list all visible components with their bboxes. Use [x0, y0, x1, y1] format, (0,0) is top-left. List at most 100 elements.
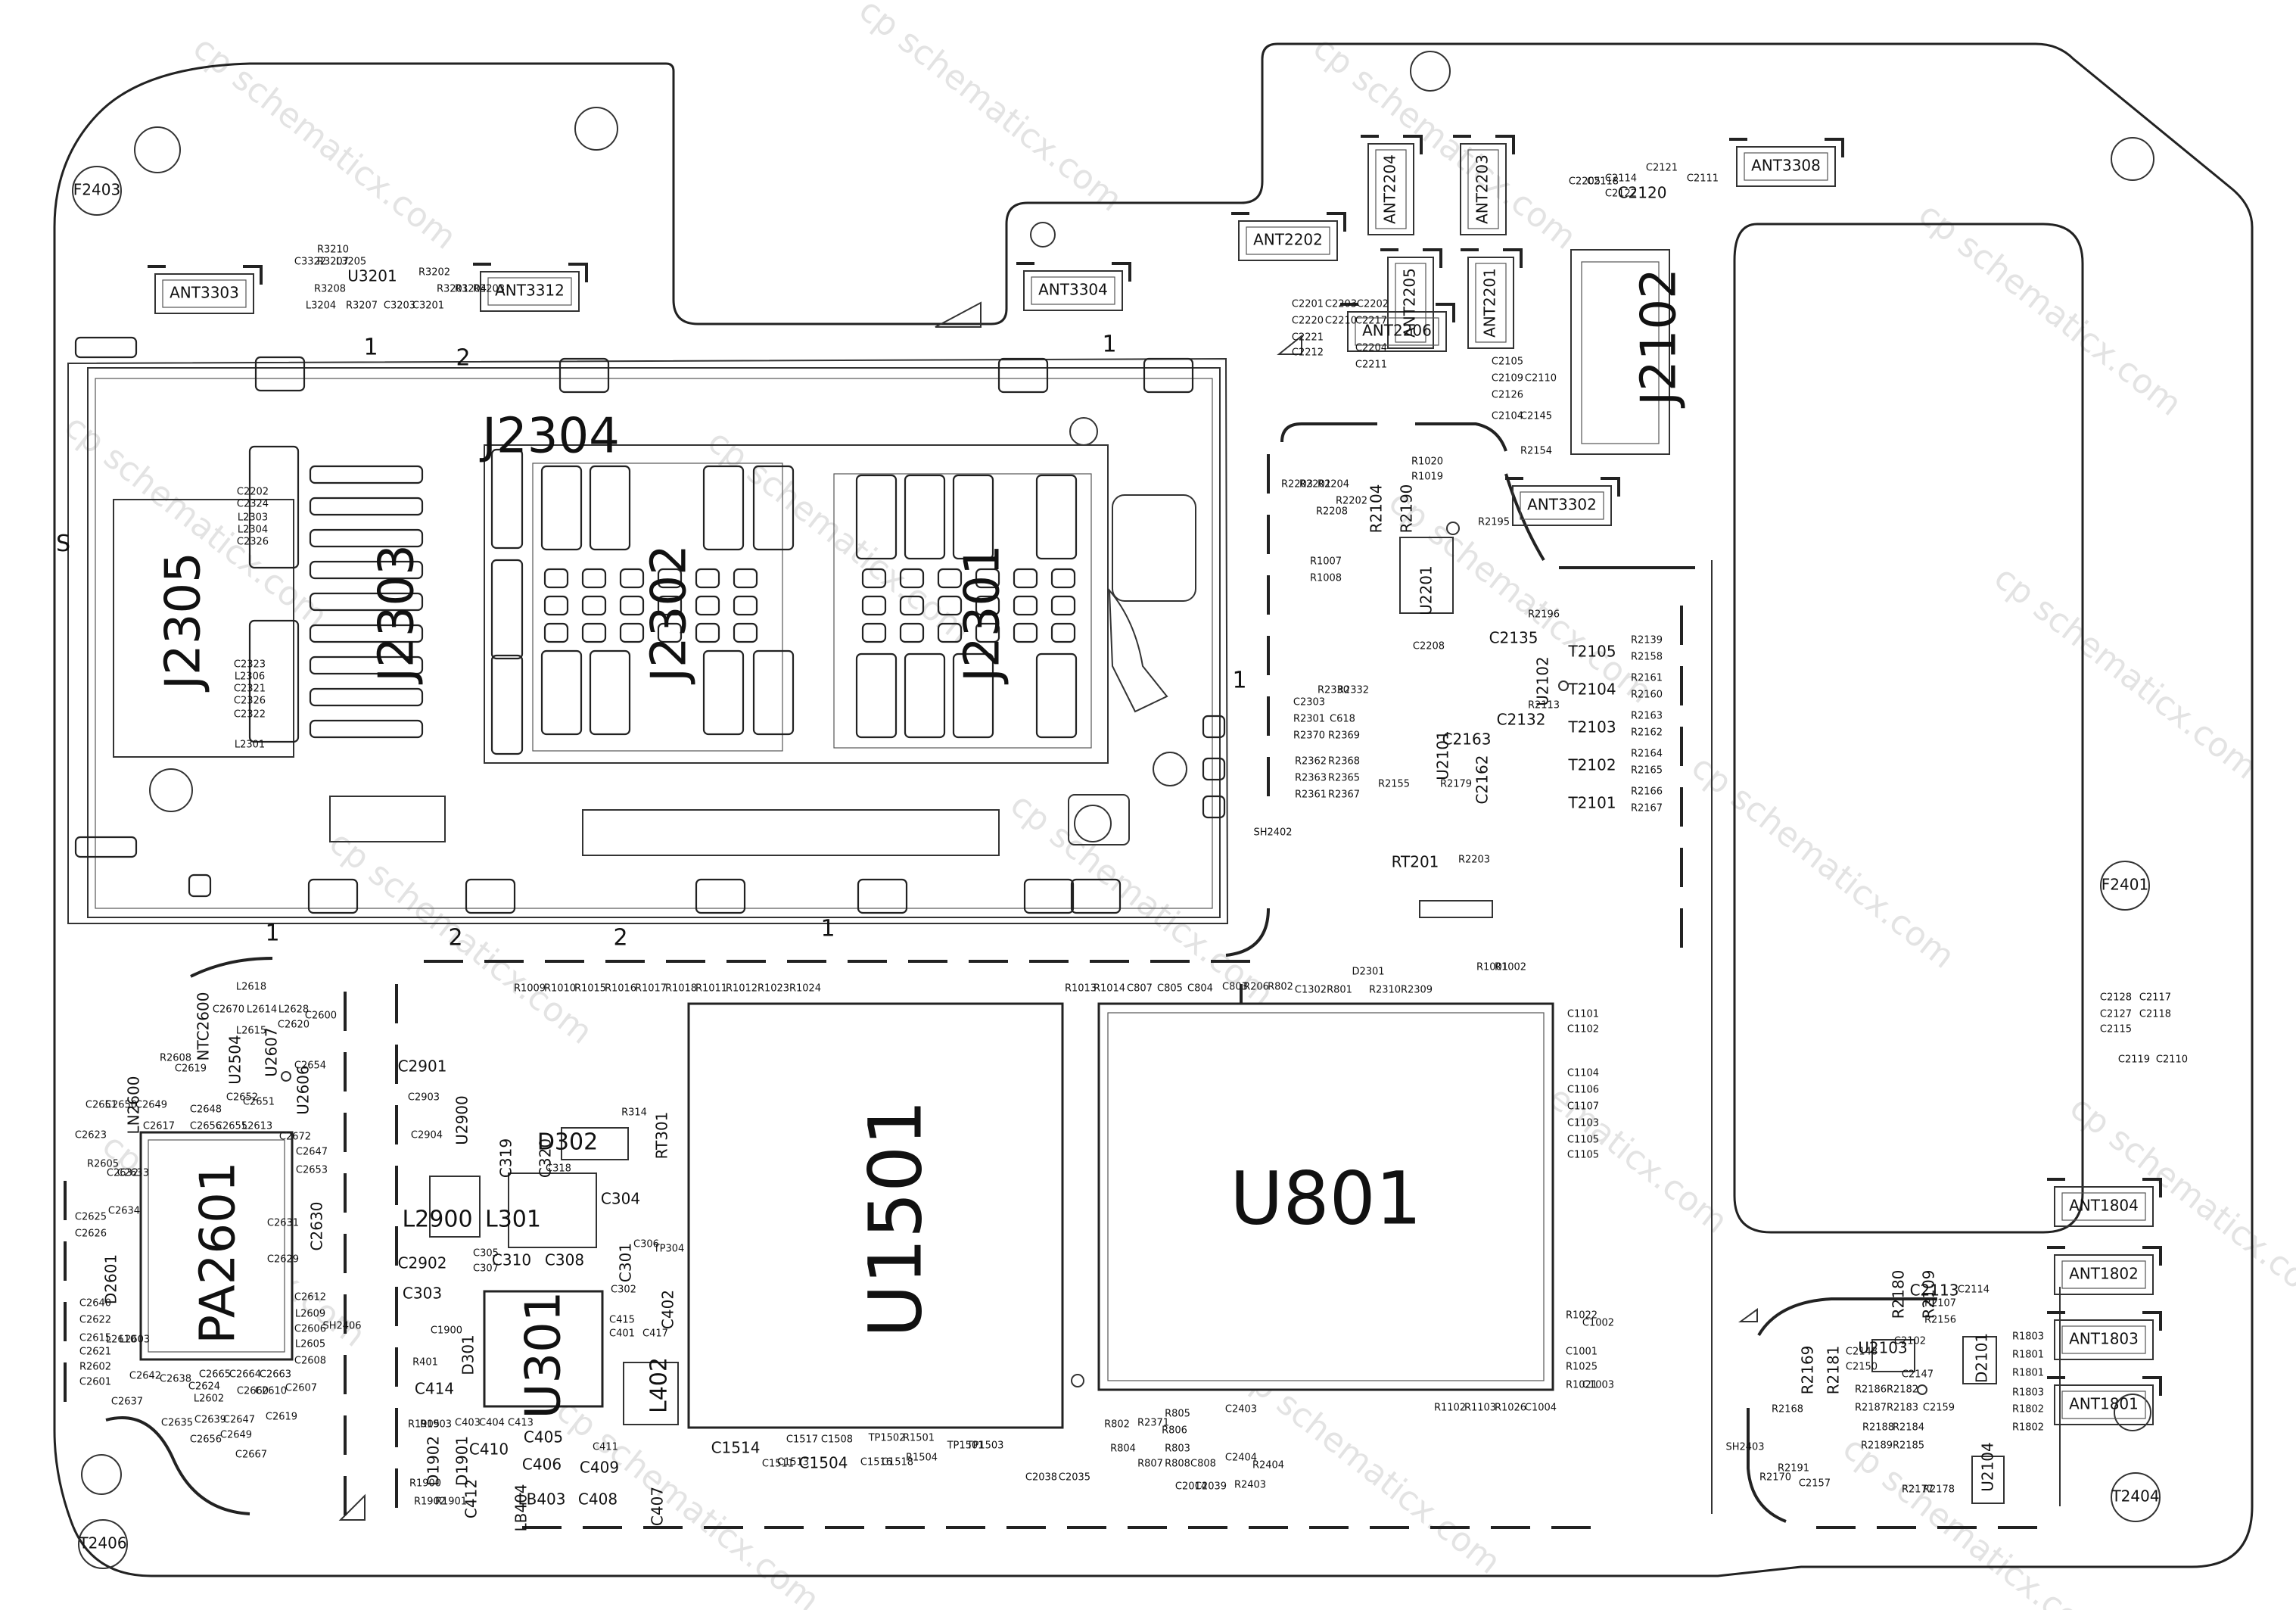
component-ref-label: C318 — [546, 1163, 571, 1175]
component-ref-label: C2326 — [234, 696, 266, 707]
component-ref-label: R2177 — [1902, 1484, 1934, 1496]
component-ref-label: C2639 — [194, 1415, 226, 1426]
antenna-label: ANT2204 — [1381, 154, 1399, 224]
component-ref-label: R2201 — [1299, 479, 1331, 490]
component-ref-label: R805 — [1165, 1409, 1190, 1420]
component-label: C2630 — [308, 1202, 326, 1251]
component-ref-label: C2127 — [2100, 1009, 2132, 1020]
component-ref-label: R1014 — [1094, 983, 1125, 995]
j2301-label: J2301 — [955, 544, 1011, 685]
component-ref-label: R802 — [1268, 982, 1293, 993]
component-ref-label: R2196 — [1528, 609, 1560, 621]
component-ref-label: C306 — [633, 1239, 659, 1250]
component-ref-label: C2635 — [161, 1418, 193, 1429]
component-ref-label: R2184 — [1893, 1422, 1924, 1434]
component-label: C2901 — [398, 1057, 447, 1076]
component-ref-label: C417 — [642, 1328, 668, 1340]
antenna-label: ANT2206 — [1362, 322, 1432, 340]
component-ref-label: R2301 — [1293, 714, 1325, 725]
component-ref-label: C2110 — [2156, 1054, 2188, 1066]
component-ref-label: C2672 — [279, 1132, 311, 1143]
component-ref-label: R2371 — [1137, 1418, 1169, 1429]
component-ref-label: C2653 — [296, 1165, 328, 1176]
component-ref-label: C2208 — [1413, 641, 1445, 652]
component-ref-label: R2191 — [1778, 1463, 1809, 1475]
component-ref-label: C2617 — [143, 1121, 175, 1132]
j2102-label: J2102 — [1632, 268, 1688, 409]
component-ref-label: R2370 — [1293, 730, 1325, 742]
component-ref-label: R2332 — [1337, 685, 1369, 696]
component-ref-label: L2304 — [238, 525, 268, 536]
component-ref-label: R2183 — [1887, 1403, 1918, 1414]
component-ref-label: D2301 — [1352, 967, 1384, 978]
component-ref-label: C2204 — [1355, 343, 1387, 354]
component-ref-label: R3202 — [418, 267, 450, 279]
component-label: R2181 — [1825, 1346, 1843, 1395]
component-ref-label: C2656 — [190, 1121, 222, 1132]
component-ref-label: R2162 — [1631, 727, 1663, 739]
component-ref-label: R1905 — [408, 1419, 440, 1431]
component-ref-label: R314 — [621, 1107, 647, 1119]
component-ref-label: C2111 — [1687, 173, 1719, 185]
component-ref-label: C2634 — [108, 1206, 140, 1217]
component-label: D301 — [459, 1334, 478, 1375]
component-label: C407 — [649, 1487, 667, 1526]
component-ref-label: R2187 — [1855, 1403, 1887, 1414]
component-label: T2104 — [1567, 680, 1616, 699]
component-ref-label: L2628 — [278, 1004, 309, 1016]
watermark-text: cp schematicx.com — [1912, 195, 2189, 423]
component-ref-label: C2606 — [294, 1324, 326, 1335]
component-ref-label: C2119 — [2118, 1054, 2150, 1066]
component-ref-label: SH2402 — [1253, 827, 1292, 839]
component-label: C308 — [545, 1251, 584, 1269]
component-label: C2163 — [1442, 730, 1492, 749]
component-ref-label: C2159 — [1923, 1403, 1955, 1414]
component-ref-label: R2361 — [1295, 789, 1327, 801]
component-ref-label: C1517 — [786, 1434, 818, 1446]
component-ref-label: R1902 — [414, 1496, 446, 1508]
component-ref-label: L2306 — [235, 671, 265, 683]
component-ref-label: L2613 — [242, 1121, 272, 1132]
component-ref-label: C1002 — [1582, 1318, 1614, 1329]
component-label: T2105 — [1567, 643, 1616, 661]
u801-label: U801 — [1230, 1156, 1422, 1241]
component-ref-label: C3203 — [384, 301, 415, 312]
j2302-label: J2302 — [642, 544, 698, 685]
u1501-label: U1501 — [853, 1100, 938, 1338]
component-ref-label: C2148 — [1846, 1347, 1878, 1358]
component-ref-label: R1008 — [1310, 573, 1342, 584]
component-ref-label: R3210 — [317, 244, 349, 256]
component-ref-label: C2626 — [75, 1229, 107, 1240]
component-ref-label: C2640 — [79, 1298, 111, 1309]
antenna-label: ANT3312 — [495, 282, 565, 300]
edge-letter-s: S — [56, 531, 70, 557]
component-ref-label: R807 — [1137, 1459, 1163, 1470]
component-ref-label: R2113 — [1528, 700, 1560, 712]
component-ref-label: R2179 — [1440, 779, 1472, 790]
watermark-text: cp schematicx.com — [1306, 28, 1584, 257]
component-ref-label: R1803 — [2012, 1387, 2044, 1399]
pin-number: 1 — [820, 916, 835, 942]
component-ref-label: R2202 — [1336, 496, 1367, 507]
component-ref-label: R2188 — [1862, 1422, 1894, 1434]
component-ref-label: R2170 — [1759, 1472, 1791, 1484]
component-ref-label: C1001 — [1566, 1347, 1598, 1358]
component-ref-label: SH2406 — [322, 1321, 361, 1332]
watermark-text: cp schematicx.com — [852, 0, 1130, 220]
component-ref-label: C404 — [479, 1418, 505, 1429]
component-ref-label: C2035 — [1059, 1472, 1090, 1484]
component-ref-label: C2633 — [117, 1168, 149, 1179]
component-ref-label: C2904 — [411, 1130, 443, 1141]
component-ref-label: C2039 — [1195, 1481, 1227, 1493]
j2305-label: J2305 — [156, 552, 212, 693]
component-ref-label: R1018 — [665, 983, 697, 995]
component-ref-label: R2178 — [1923, 1484, 1955, 1496]
component-ref-label: C2205 — [1569, 176, 1601, 188]
component-ref-label: TP304 — [653, 1244, 685, 1255]
component-ref-label: C807 — [1127, 983, 1153, 995]
component-ref-label: C415 — [609, 1315, 635, 1326]
component-ref-label: C1105 — [1567, 1135, 1599, 1146]
component-ref-label: C2621 — [79, 1347, 111, 1358]
